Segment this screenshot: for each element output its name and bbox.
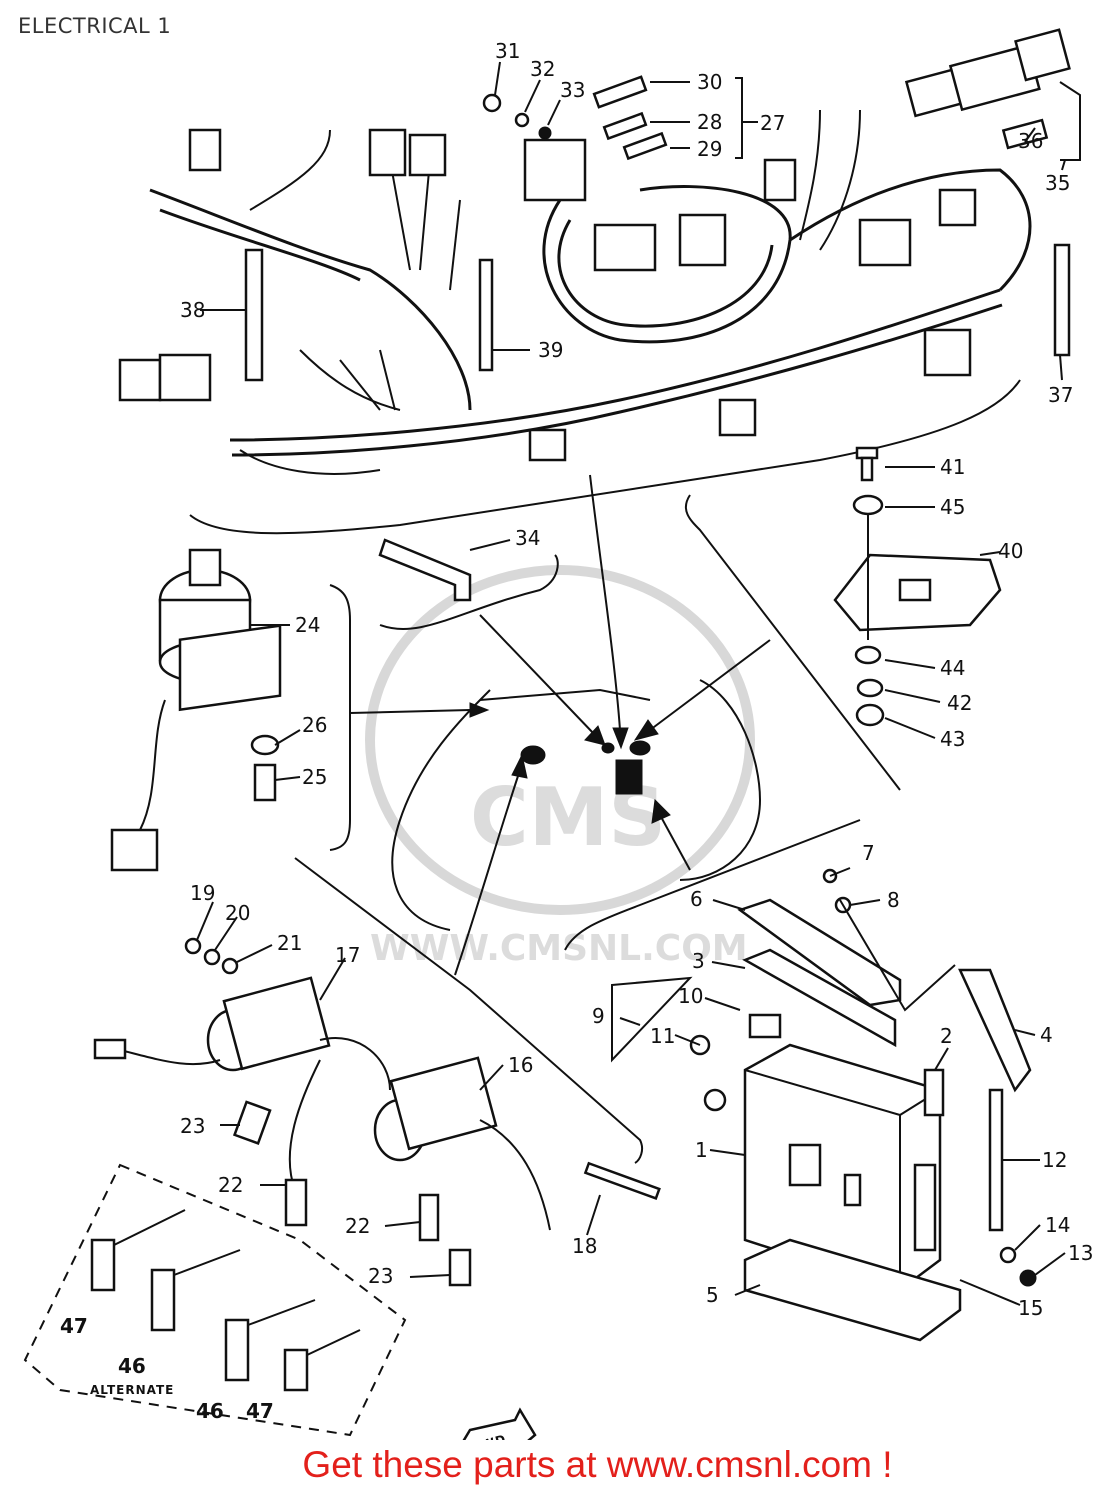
label-6: 6 <box>690 887 703 911</box>
label-43: 43 <box>940 727 965 751</box>
label-18: 18 <box>572 1234 597 1258</box>
label-47a: 47 <box>60 1314 88 1338</box>
battery-cover-bracket <box>839 899 956 1012</box>
label-23b: 23 <box>368 1264 393 1288</box>
label-25: 25 <box>302 765 327 789</box>
label-12: 12 <box>1042 1148 1067 1172</box>
fwd-label: FWD <box>471 1432 508 1440</box>
regulator-group-line <box>684 494 901 791</box>
label-44: 44 <box>940 656 965 680</box>
cable-bands <box>244 243 1071 382</box>
label-40: 40 <box>998 539 1023 563</box>
alternate-label: ALTERNATE <box>90 1383 174 1397</box>
label-4: 4 <box>1040 1023 1053 1047</box>
regulator <box>833 446 1002 727</box>
label-13: 13 <box>1068 1241 1093 1265</box>
label-46b: 46 <box>196 1399 224 1423</box>
location-arrows <box>349 474 771 976</box>
label-14: 14 <box>1045 1213 1070 1237</box>
cms-watermark: CMS WWW.CMSNL.COM <box>365 565 755 969</box>
label-47b: 47 <box>246 1399 274 1423</box>
label-34: 34 <box>515 526 540 550</box>
label-39: 39 <box>538 338 563 362</box>
label-45: 45 <box>940 495 965 519</box>
watermark-url-text: WWW.CMSNL.COM <box>370 928 748 969</box>
label-28: 28 <box>697 110 722 134</box>
bracket-34 <box>378 538 472 602</box>
label-42: 42 <box>947 691 972 715</box>
label-26: 26 <box>302 713 327 737</box>
label-21: 21 <box>277 931 302 955</box>
label-31: 31 <box>495 39 520 63</box>
label-29: 29 <box>697 137 722 161</box>
fuse-group <box>482 75 668 161</box>
label-17: 17 <box>335 943 360 967</box>
label-11: 11 <box>650 1024 675 1048</box>
label-38: 38 <box>180 298 205 322</box>
label-5: 5 <box>706 1283 719 1307</box>
label-16: 16 <box>508 1053 533 1077</box>
label-36: 36 <box>1018 129 1043 153</box>
harness-group-bracket <box>189 379 1021 535</box>
label-27: 27 <box>760 111 785 135</box>
frame-outline <box>391 679 762 931</box>
leader-lines <box>196 61 1081 1306</box>
ignition-coils <box>93 937 661 1287</box>
battery-lead-bracket <box>611 976 693 1063</box>
label-37: 37 <box>1048 383 1073 407</box>
wire-harness <box>118 109 1032 475</box>
label-35: 35 <box>1045 171 1070 195</box>
label-30: 30 <box>697 70 722 94</box>
alternate-dashed-box <box>23 1163 407 1437</box>
label-33: 33 <box>560 78 585 102</box>
exploded-parts-diagram: CMS WWW.CMSNL.COM <box>23 28 1093 1440</box>
page-title: ELECTRICAL 1 <box>18 14 172 38</box>
switch-assembly <box>904 28 1071 150</box>
bracket-34-group-line <box>379 554 559 630</box>
fwd-arrow-icon: FWD <box>462 1407 537 1440</box>
battery <box>689 868 1037 1342</box>
alternate-plugs <box>90 1209 361 1392</box>
label-1: 1 <box>695 1138 708 1162</box>
label-9: 9 <box>592 1004 605 1028</box>
footer-link-text[interactable]: Get these parts at www.cmsnl.com ! <box>0 1444 1115 1486</box>
label-2: 2 <box>940 1024 953 1048</box>
coil-group-line <box>294 857 644 1164</box>
label-10: 10 <box>678 984 703 1008</box>
label-22b: 22 <box>345 1214 370 1238</box>
label-23a: 23 <box>180 1114 205 1138</box>
label-3: 3 <box>692 949 705 973</box>
part-labels: 31 32 33 30 28 29 27 36 35 38 39 37 41 4… <box>60 39 1093 1423</box>
label-19: 19 <box>190 881 215 905</box>
label-24: 24 <box>295 613 320 637</box>
label-7: 7 <box>862 841 875 865</box>
ignition-bracket <box>329 584 351 851</box>
ignition-switch <box>110 548 282 872</box>
label-8: 8 <box>887 888 900 912</box>
battery-group-line <box>564 819 861 951</box>
footer-text[interactable]: Get these parts at www.cmsnl.com ! <box>302 1444 893 1485</box>
label-22a: 22 <box>218 1173 243 1197</box>
label-15: 15 <box>1018 1296 1043 1320</box>
label-32: 32 <box>530 57 555 81</box>
label-46a: 46 <box>118 1354 146 1378</box>
label-20: 20 <box>225 901 250 925</box>
label-41: 41 <box>940 455 965 479</box>
